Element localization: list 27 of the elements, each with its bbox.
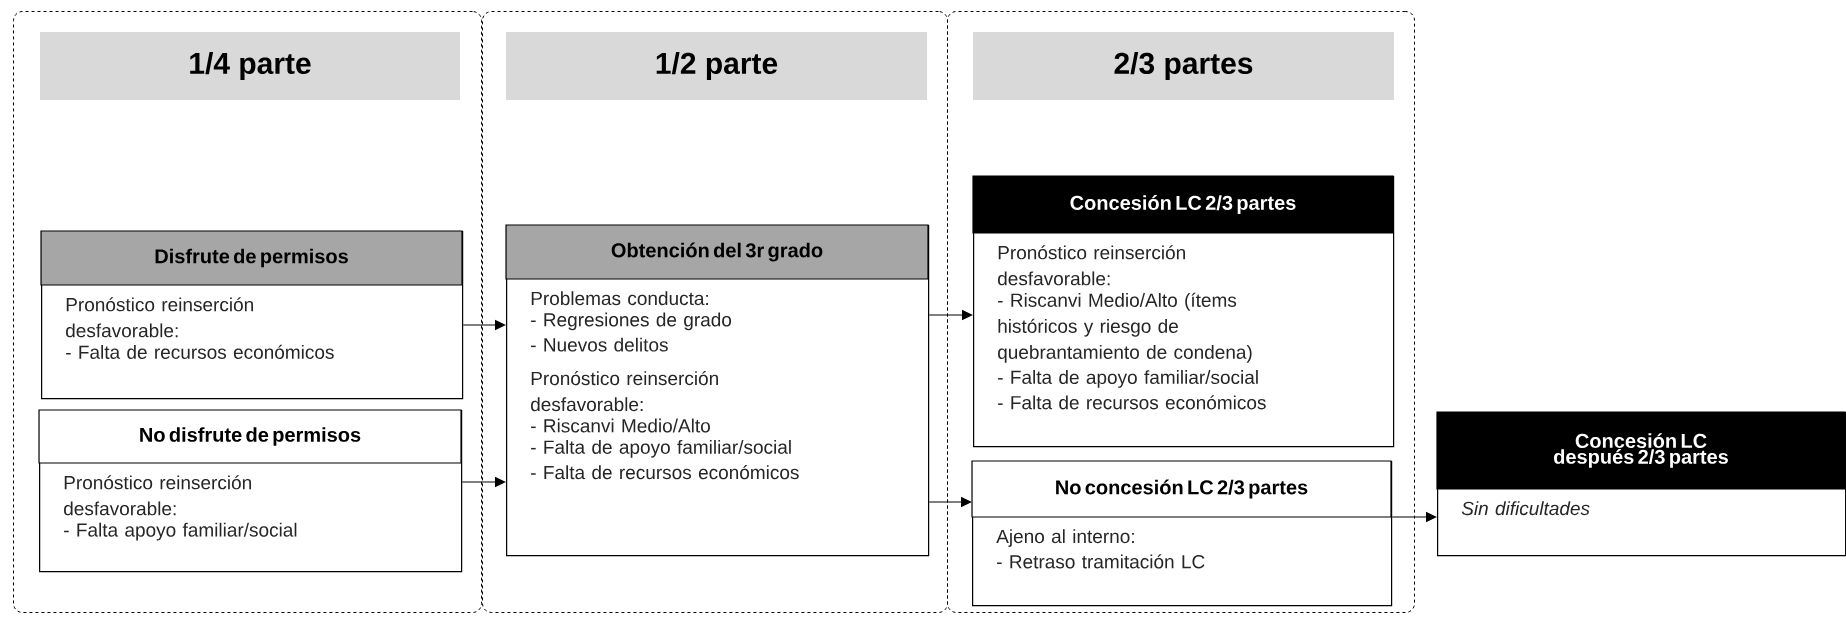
- box-text: - Retraso tramitación LC: [997, 554, 1205, 569]
- box-text: Pronóstico reinserción desfavorable:: [998, 245, 1185, 286]
- column-heading: 1/4 parte: [40, 32, 460, 100]
- box-text: Pronóstico reinserción desfavorable:: [531, 371, 718, 412]
- box-text: - Nuevos delitos: [531, 337, 668, 352]
- box-header: Disfrute de permisos: [40, 230, 463, 286]
- box-header: No disfrute de permisos: [38, 409, 462, 464]
- box-header: Concesión LC después 2/3 partes: [1436, 411, 1846, 490]
- box-header: No concesión LC 2/3 partes: [971, 460, 1392, 518]
- box-text: - Falta de apoyo familiar/social: [998, 370, 1258, 388]
- box-text: - Falta de recursos económicos: [66, 344, 334, 359]
- box-header: Concesión LC 2/3 partes: [972, 175, 1394, 234]
- box-text: - Riscanvi Medio/Alto (ítems históricos y riesgo de quebrantamiento de condena): [998, 292, 1252, 363]
- box-text: - Falta de apoyo familiar/social: [531, 439, 791, 458]
- column-heading: 1/2 parte: [506, 32, 927, 100]
- box-text: Sin dificultades: [1461, 501, 1590, 516]
- box-text: - Falta apoyo familiar/social: [64, 522, 297, 541]
- box-text: Ajeno al interno:: [996, 529, 1134, 547]
- box-text: - Regresiones de grado: [531, 312, 732, 331]
- box-text: - Falta de recursos económicos: [531, 465, 799, 480]
- box-text: Pronóstico reinserción desfavorable:: [64, 475, 251, 516]
- box-text: - Falta de recursos económicos: [998, 395, 1266, 410]
- box-text: Pronóstico reinserción desfavorable:: [66, 297, 253, 338]
- column-heading: 2/3 partes: [973, 32, 1394, 100]
- box-text: Problemas conducta:: [531, 291, 708, 306]
- box-header: Obtención del 3r grado: [505, 224, 929, 280]
- box-text: - Riscanvi Medio/Alto: [531, 418, 710, 433]
